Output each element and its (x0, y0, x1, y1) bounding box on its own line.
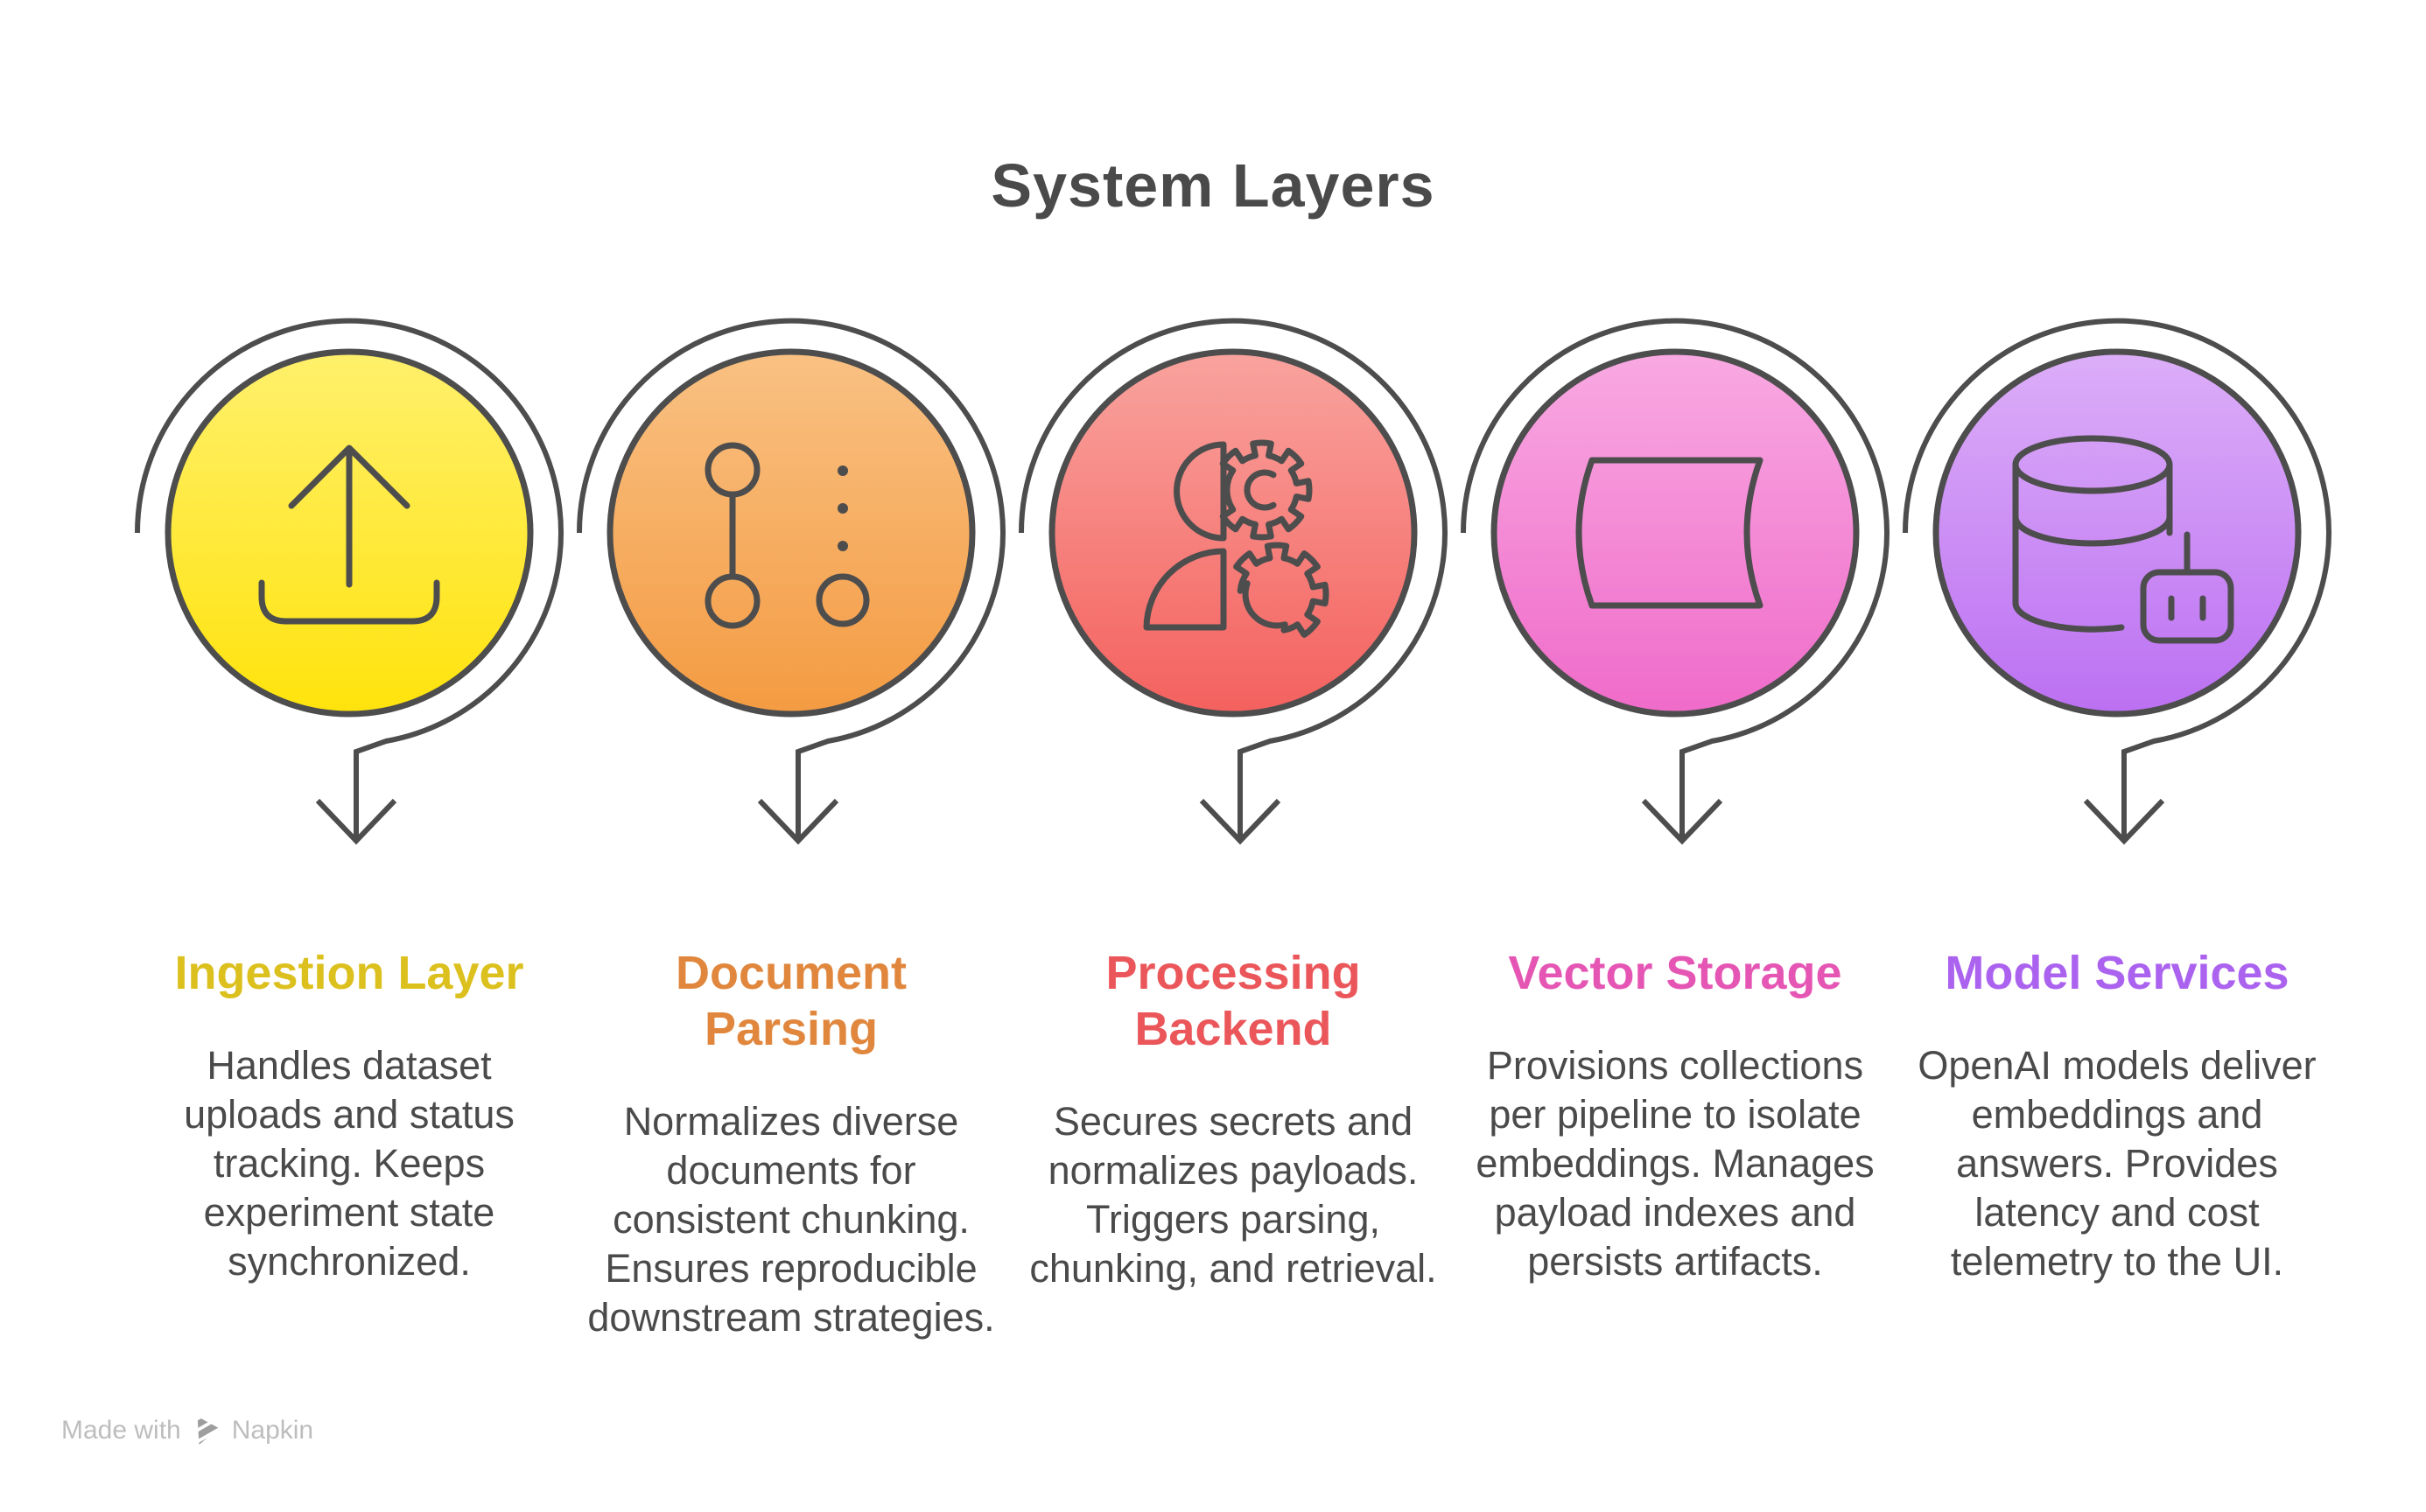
down-arrowhead-icon (315, 798, 397, 845)
parsing-circle (606, 348, 976, 718)
module-graphic-backend (1019, 318, 1448, 845)
module-desc-parsing: Normalizes diverse documents for consist… (587, 1099, 995, 1340)
napkin-brand-label: Napkin (231, 1416, 314, 1445)
down-arrowhead-icon (757, 798, 839, 845)
made-with-label: Made with (61, 1416, 181, 1445)
ring-arrow (1019, 318, 1448, 841)
module-title-models: Model Services (1945, 947, 2289, 999)
down-arrowhead-icon (1199, 798, 1281, 845)
module-models: Model Services OpenAI models deliver emb… (1911, 945, 2323, 1286)
module-graphic-storage (1461, 318, 1890, 845)
ring-arrow (135, 318, 564, 841)
database-bot-icon (2012, 435, 2234, 644)
stored-data-icon (1575, 457, 1763, 609)
upload-icon (258, 444, 440, 625)
napkin-logo-icon (197, 1416, 219, 1446)
module-title-ingestion: Ingestion Layer (174, 947, 524, 999)
ring-arrow (1461, 318, 1890, 841)
module-desc-backend: Secures secrets and normalizes payloads.… (1029, 1099, 1437, 1291)
module-title-parsing: Document Parsing (675, 947, 907, 1055)
module-desc-ingestion: Handles dataset uploads and status track… (184, 1043, 515, 1284)
module-title-backend: Processing Backend (1105, 947, 1361, 1055)
backend-circle (1048, 348, 1418, 718)
module-title-storage: Vector Storage (1508, 947, 1842, 999)
user-gears-icon (1143, 439, 1329, 638)
down-arrowhead-icon (1641, 798, 1723, 845)
page-title: System Layers (991, 151, 1435, 220)
module-backend: Processing Backend Secures secrets and n… (1027, 945, 1439, 1293)
commits-versions-icon (705, 442, 870, 629)
module-storage: Vector Storage Provisions collections pe… (1469, 945, 1881, 1286)
module-graphic-parsing (577, 318, 1006, 845)
ring-arrow (577, 318, 1006, 841)
down-arrowhead-icon (2083, 798, 2165, 845)
module-graphic-ingestion (135, 318, 564, 845)
models-circle (1932, 348, 2302, 718)
module-graphic-models (1903, 318, 2331, 845)
ring-arrow (1903, 318, 2331, 841)
module-desc-storage: Provisions collections per pipeline to i… (1476, 1043, 1875, 1284)
module-ingestion: Ingestion Layer Handles dataset uploads … (144, 945, 555, 1286)
module-desc-models: OpenAI models deliver embeddings and ans… (1918, 1043, 2317, 1284)
made-with-napkin-credit: Made with Napkin (61, 1416, 313, 1446)
module-parsing: Document Parsing Normalizes diverse docu… (585, 945, 997, 1342)
storage-circle (1490, 348, 1860, 718)
